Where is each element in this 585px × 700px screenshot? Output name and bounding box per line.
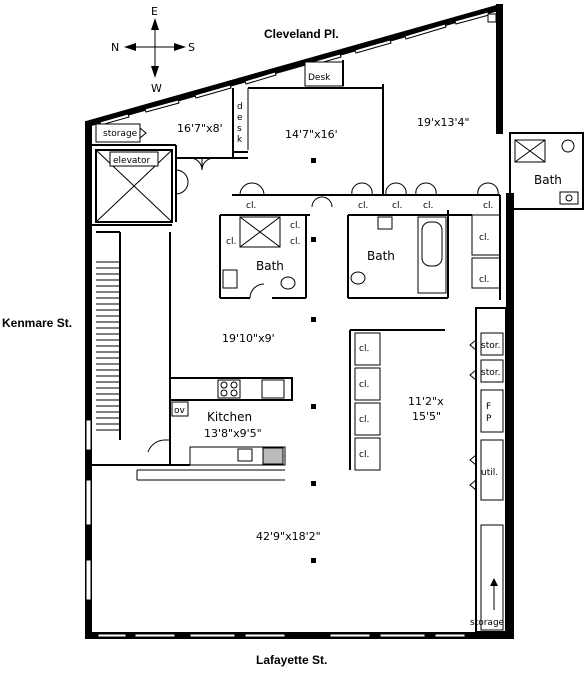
toilet-icon <box>350 271 366 285</box>
study-dimensions: 16'7"x8' <box>177 122 223 135</box>
stove-icon <box>217 379 241 399</box>
top-windows <box>99 11 490 126</box>
storage-bottom-label: storage <box>470 618 505 628</box>
fireplace-f: F <box>486 402 491 412</box>
master-dimensions: 19'x13'4" <box>417 116 470 129</box>
desk-label: Desk <box>308 73 331 83</box>
closet-label-4: cl. <box>423 201 433 211</box>
closet-stack-2: cl. <box>359 380 369 390</box>
closet-label-10: cl. <box>479 275 489 285</box>
storage-top-label: storage <box>103 129 138 139</box>
closet-label-5: cl. <box>483 201 493 211</box>
closet-label-9: cl. <box>479 233 489 243</box>
toilet-icon <box>280 276 296 290</box>
hall-dimensions: 19'10"x9' <box>222 332 275 345</box>
room2-dimensions-line2: 15'5" <box>412 410 441 423</box>
street-lafayette: Lafayette St. <box>256 653 327 667</box>
living-dimensions: 42'9"x18'2" <box>256 530 321 543</box>
desk-vertical-s: s <box>237 124 242 134</box>
arrow-up-icon-head <box>490 578 498 586</box>
closet-label-1: cl. <box>246 201 256 211</box>
bath-left-label: Bath <box>256 259 284 273</box>
desk-vertical-e: e <box>237 113 243 123</box>
sink-icon <box>222 269 238 289</box>
oven-label: ov <box>174 406 186 416</box>
desk-vertical-d: d <box>237 102 243 112</box>
bedroom-dimensions: 14'7"x16' <box>285 128 338 141</box>
closet-stack <box>349 329 445 471</box>
fireplace-p: P <box>486 414 492 424</box>
compass-east: E <box>151 5 158 18</box>
closet-label-7: cl. <box>290 237 300 247</box>
interior-walls-top <box>92 60 384 222</box>
kitchen-label: Kitchen <box>207 410 252 424</box>
closet-stack-3: cl. <box>359 415 369 425</box>
room-labels: storage 16'7"x8' Desk d e s k 14'7"x16' … <box>103 73 505 628</box>
closet-label-2: cl. <box>358 201 368 211</box>
compass-arrow-down-icon <box>151 66 159 78</box>
closet-stack-1: cl. <box>359 344 369 354</box>
sink-icon <box>261 379 285 399</box>
desk-vertical-k: k <box>237 135 243 145</box>
room2-dimensions-line1: 11'2"x <box>408 395 444 408</box>
sink-icon <box>559 191 579 205</box>
compass-arrow-left-icon <box>124 43 136 51</box>
dishwasher-icon <box>237 448 253 462</box>
sink-icon <box>377 216 393 230</box>
right-bath-annex: Bath <box>509 132 584 210</box>
appliance-icon <box>262 447 284 465</box>
kitchen <box>92 377 293 481</box>
structural-columns <box>311 158 316 563</box>
compass-west: W <box>151 82 162 95</box>
compass-arrow-right-icon <box>174 43 186 51</box>
interior-walls-middle <box>219 182 501 300</box>
stairs <box>96 231 171 465</box>
compass: E W N S <box>111 5 195 95</box>
bottom-windows <box>97 633 466 638</box>
bathtub-icon <box>417 216 447 294</box>
stor-label-1: stor. <box>481 341 500 351</box>
compass-arrow-up-icon <box>151 18 159 30</box>
toilet-icon <box>561 139 575 153</box>
closet-label-8: cl. <box>226 237 236 247</box>
street-kenmare: Kenmare St. <box>2 316 72 330</box>
bath-center-label: Bath <box>367 249 395 263</box>
compass-north: N <box>111 41 119 54</box>
util-label: util. <box>481 468 498 478</box>
kitchen-dimensions: 13'8"x9'5" <box>204 427 262 440</box>
compass-south: S <box>188 41 195 54</box>
closet-label-3: cl. <box>392 201 402 211</box>
closet-label-6: cl. <box>290 221 300 231</box>
stor-label-2: stor. <box>481 368 500 378</box>
elevator-label: elevator <box>113 156 150 166</box>
elevator: elevator <box>92 149 173 226</box>
closet-stack-4: cl. <box>359 450 369 460</box>
street-cleveland: Cleveland Pl. <box>264 27 339 41</box>
outer-walls <box>85 4 514 639</box>
bath-right-label: Bath <box>534 173 562 187</box>
storage-column <box>469 307 507 633</box>
